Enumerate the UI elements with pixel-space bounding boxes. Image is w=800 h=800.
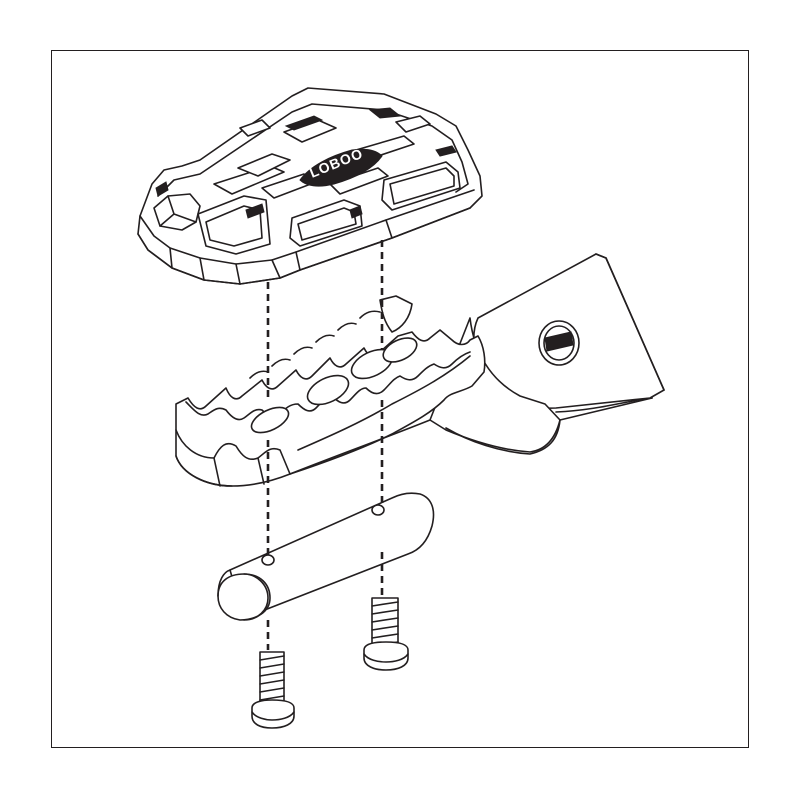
footpeg-body xyxy=(175,253,665,487)
diagram-frame xyxy=(51,50,749,748)
left-bolt xyxy=(251,651,295,729)
arm-screw-icon xyxy=(538,320,580,366)
assembly-guide-lines xyxy=(266,240,384,650)
footpeg-pad-cover: LOBOO xyxy=(137,87,483,285)
right-bolt xyxy=(363,597,409,671)
mounting-bar xyxy=(217,492,435,621)
